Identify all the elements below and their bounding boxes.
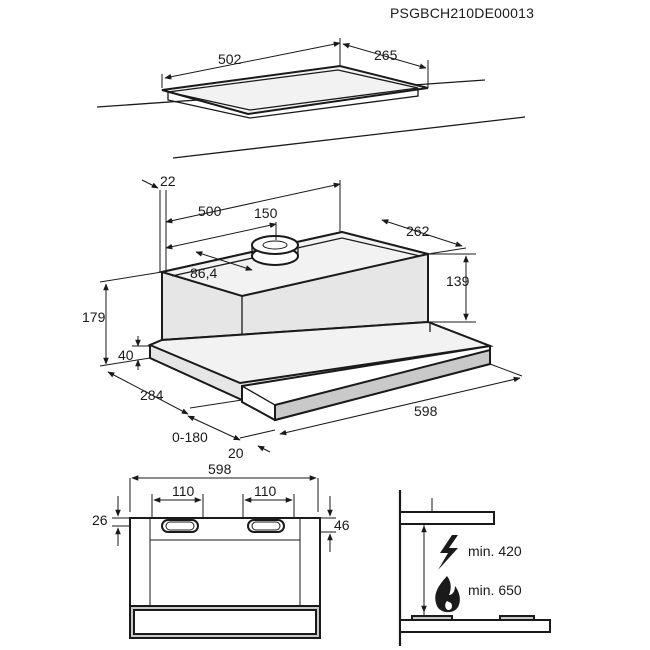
- vent-right: [247, 519, 285, 533]
- product-code: PSGBCH210DE00013: [390, 5, 534, 21]
- panel-thickness-label: 20: [228, 445, 244, 461]
- front-view: 598 110 110 26 46: [92, 461, 350, 639]
- vent-left-label: 110: [172, 483, 195, 499]
- offset-top-label: 22: [160, 173, 176, 189]
- total-height-label: 179: [82, 309, 106, 325]
- body-height-label: 139: [446, 273, 470, 289]
- flame-icon: [435, 576, 460, 613]
- outlet-offset-label: 150: [254, 205, 278, 221]
- clearance-view: min. 420 min. 650: [398, 490, 551, 646]
- front-height-left-label: 26: [92, 512, 108, 528]
- cutout-view: 502 265: [96, 38, 526, 159]
- vent-left: [161, 519, 199, 533]
- front-height-right-label: 46: [334, 517, 350, 533]
- front-depth-label: 284: [140, 387, 164, 403]
- hood-isometric-view: 22 500 150 86,4 262 139 179 40 284: [82, 173, 523, 461]
- hood-side: [399, 511, 495, 525]
- outlet-diameter-label: 86,4: [190, 265, 217, 281]
- clearance-electric-label: min. 420: [468, 543, 522, 559]
- depth-total-label: 500: [198, 203, 222, 219]
- lightning-icon: [438, 535, 458, 570]
- hob: [399, 619, 551, 633]
- front-height-label: 40: [118, 347, 134, 363]
- cutout-width-label: 502: [218, 51, 242, 67]
- pullout-range-label: 0-180: [172, 429, 208, 445]
- vent-right-label: 110: [254, 483, 277, 499]
- width-label: 598: [414, 403, 438, 419]
- cutout-depth-label: 265: [374, 47, 398, 63]
- front-width-label: 598: [208, 461, 232, 477]
- hood-front-outline: [129, 517, 321, 607]
- clearance-gas-label: min. 650: [468, 582, 522, 598]
- body-depth-label: 262: [406, 223, 430, 239]
